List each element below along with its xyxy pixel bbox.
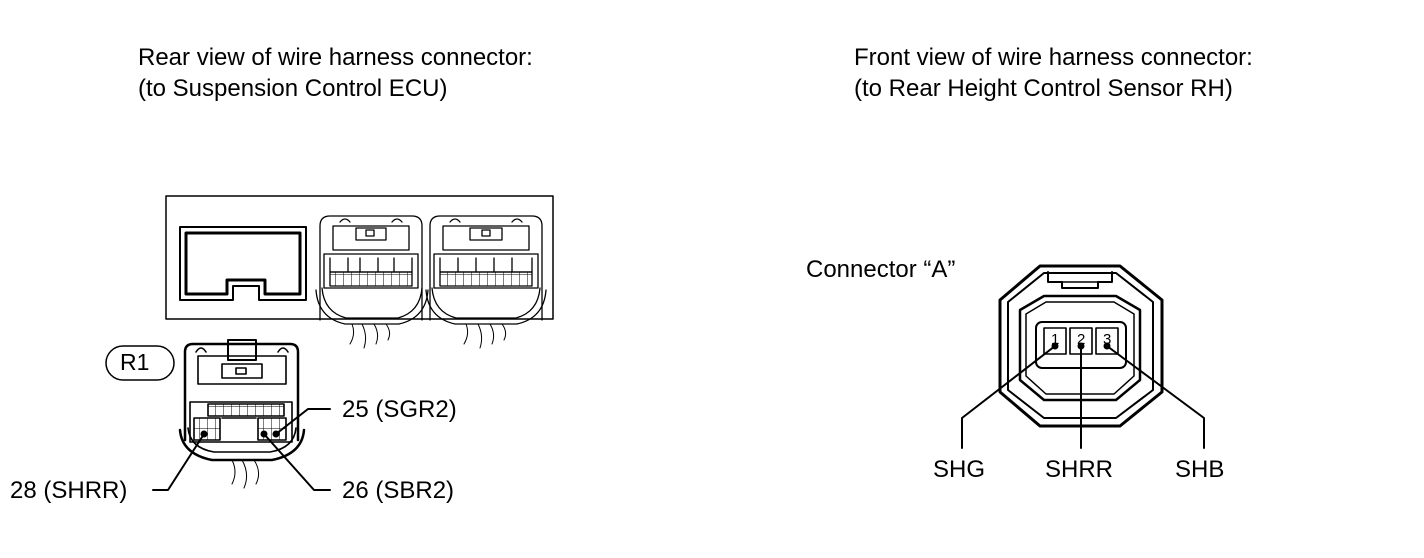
pin-number-2: 2 (1077, 331, 1086, 348)
right-title-line2: (to Rear Height Control Sensor RH) (854, 75, 1233, 102)
left-title: Rear view of wire harness connector: (to… (138, 42, 533, 104)
pin-number-3: 3 (1103, 331, 1112, 348)
connector-a-label: Connector “A” (806, 256, 956, 283)
right-title: Front view of wire harness connector: (t… (854, 42, 1253, 104)
connector-id-badge (105, 345, 175, 381)
signal-shb: SHB (1175, 456, 1225, 483)
sensor-connector (998, 264, 1164, 428)
r1-connector (178, 339, 306, 489)
signal-shg: SHG (933, 456, 986, 483)
r1-callouts (152, 408, 331, 491)
left-title-line2: (to Suspension Control ECU) (138, 75, 448, 102)
left-title-line1: Rear view of wire harness connector: (138, 44, 533, 71)
sensor-callouts (961, 342, 1205, 449)
ecu-body (165, 195, 554, 320)
pin-number-1: 1 (1051, 331, 1060, 348)
ecu-connector-2 (425, 215, 547, 349)
connector-id-label: R1 (120, 349, 150, 375)
signal-shrr: SHRR (1045, 456, 1114, 483)
right-title-line1: Front view of wire harness connector: (854, 44, 1253, 71)
pin-26-label: 26 (SBR2) (342, 477, 455, 504)
pin-25-label: 25 (SGR2) (342, 396, 457, 423)
pin-28-label: 28 (SHRR) (10, 477, 128, 504)
ecu-connector-1 (315, 215, 429, 349)
